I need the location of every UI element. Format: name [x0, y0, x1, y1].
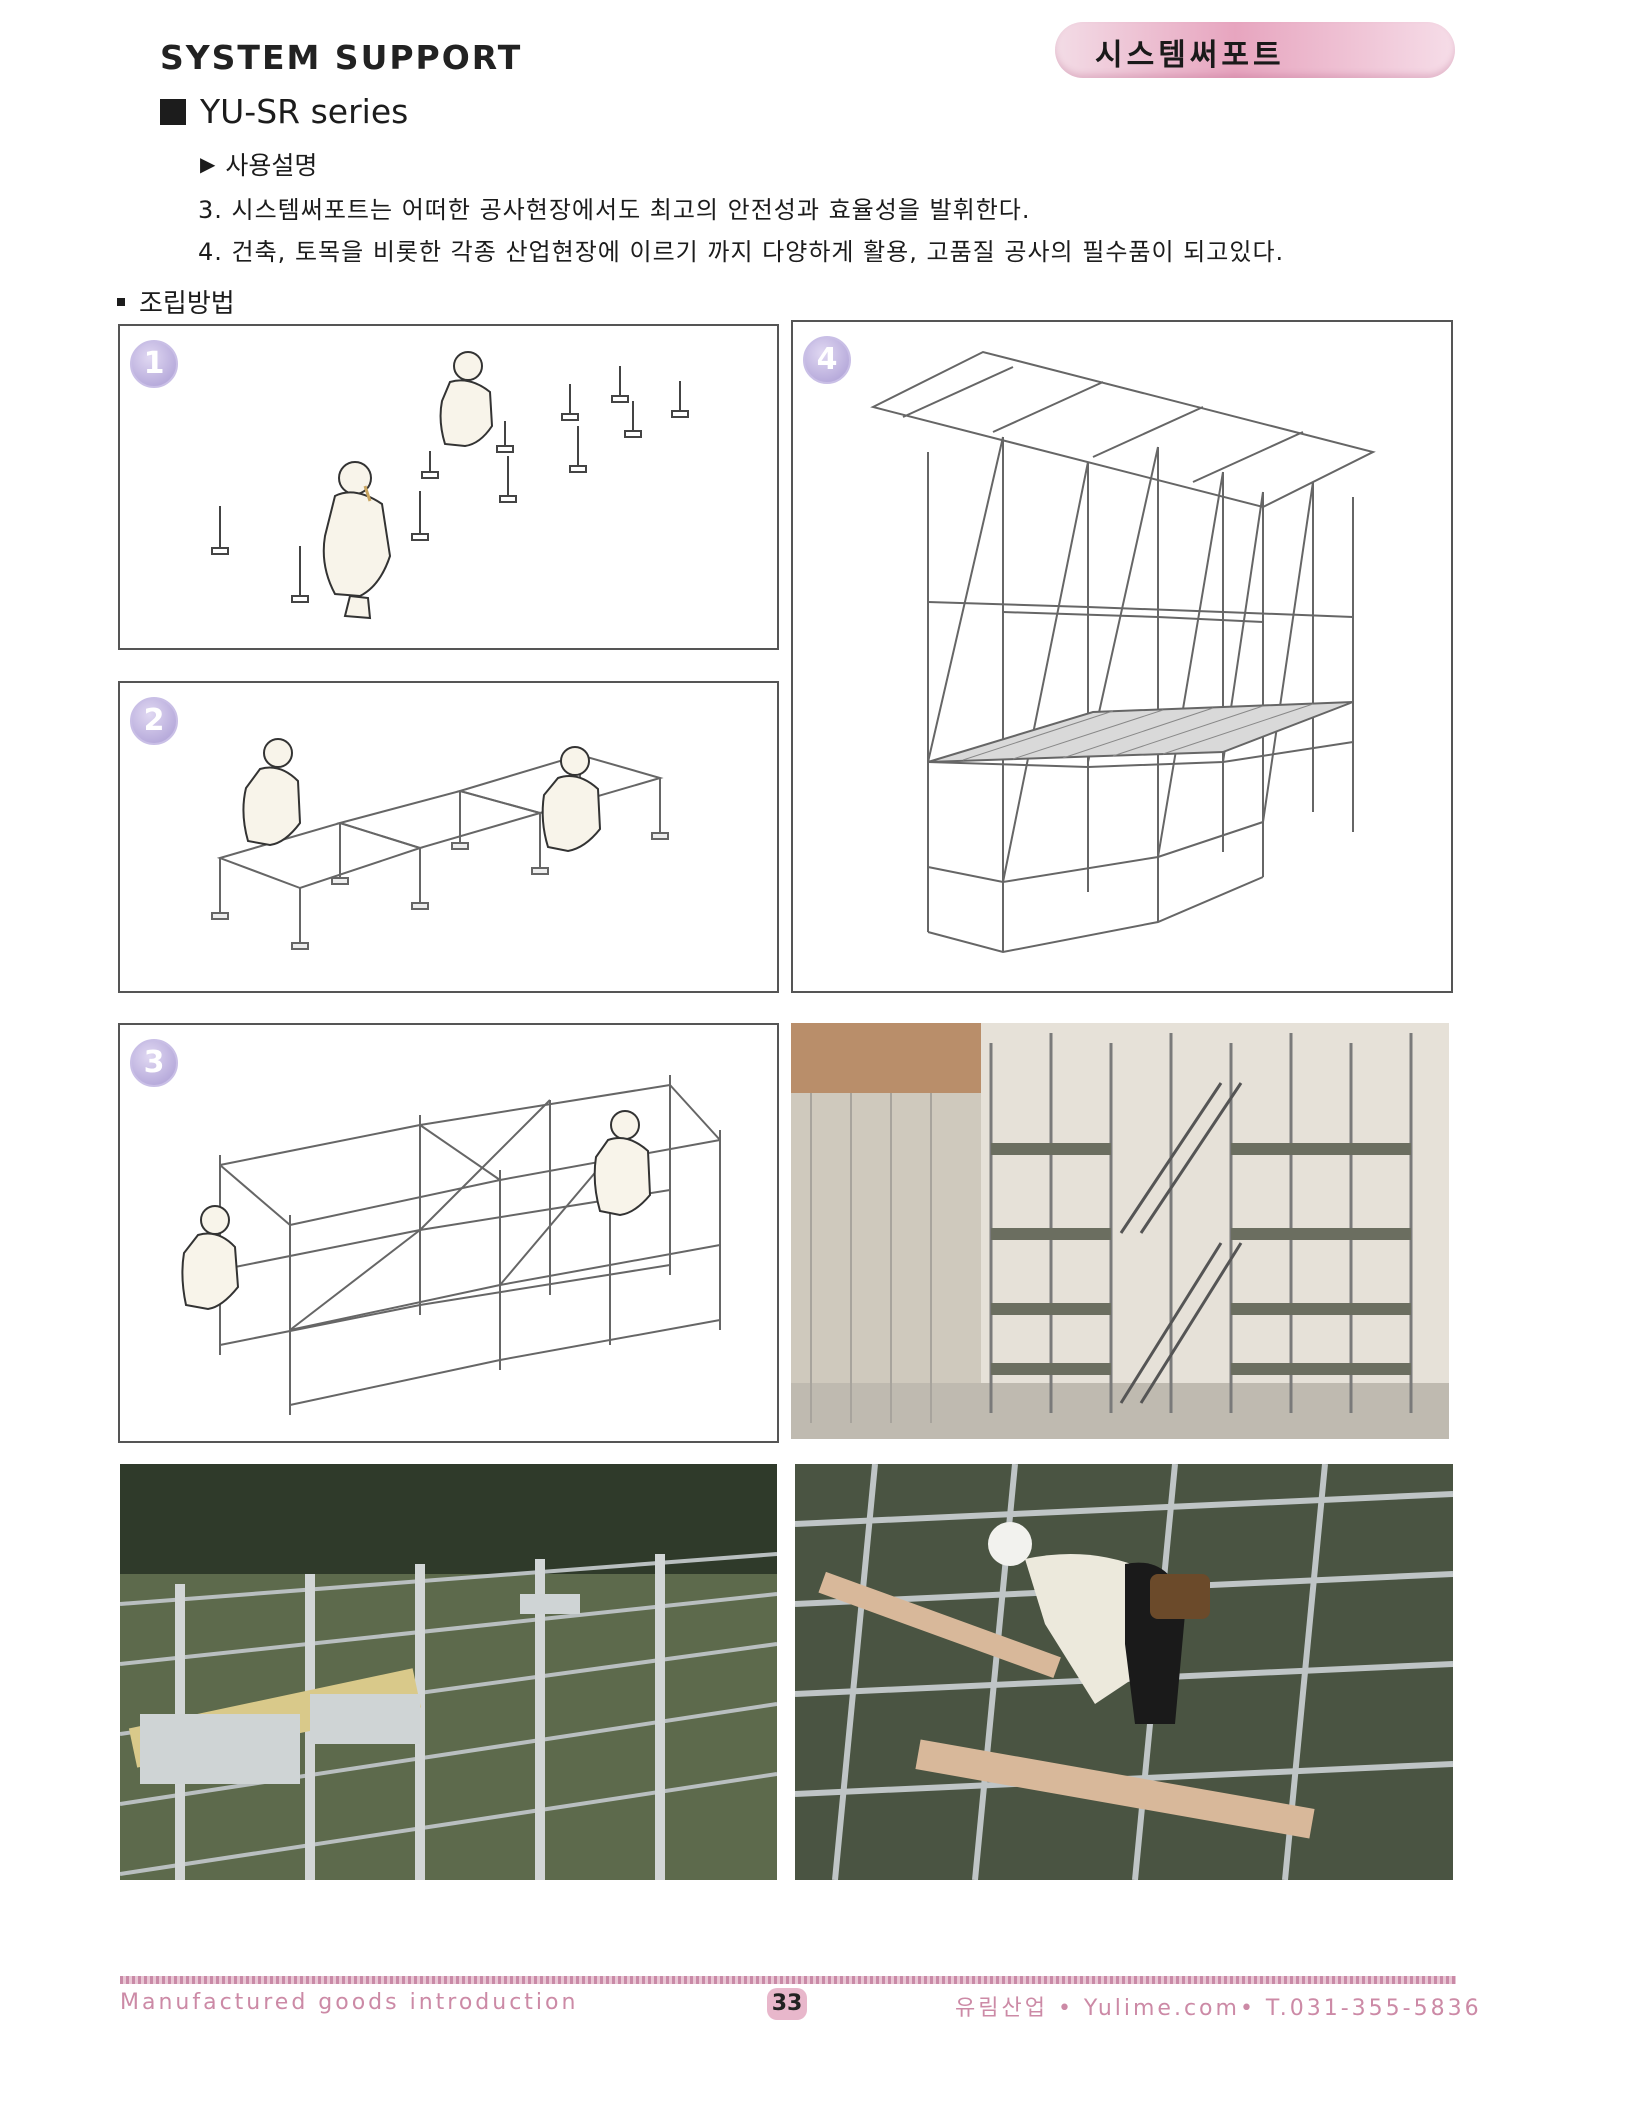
section-tab-label: 시스템써포트: [1095, 38, 1285, 73]
support-grid-photo: [120, 1464, 777, 1880]
section-tab: 시스템써포트: [1055, 22, 1455, 78]
triangle-bullet-icon: ▶: [200, 152, 216, 176]
footer-divider: [120, 1976, 1456, 1984]
assembly-step-2-panel: 2: [118, 681, 779, 993]
page-title: SYSTEM SUPPORT: [160, 38, 523, 77]
footer-contact: 유림산업 • Yulime.com• T.031-355-5836: [955, 1996, 1482, 2021]
description-line-3: 3. 시스템써포트는 어떠한 공사현장에서도 최고의 안전성과 효율성을 발휘한…: [198, 196, 1031, 224]
footer-left-text: Manufactured goods introduction: [120, 1990, 579, 2015]
series-heading: YU-SR series: [160, 92, 408, 131]
usage-heading: ▶ 사용설명: [200, 146, 317, 182]
assembly-heading-label: 조립방법: [139, 289, 235, 319]
step-2-badge: 2: [130, 697, 178, 745]
assembly-heading: 조립방법: [117, 283, 235, 320]
step-3-badge: 3: [130, 1039, 178, 1087]
series-label: YU-SR series: [200, 92, 409, 131]
step-1-illustration: [211, 351, 689, 620]
worker-grid-photo: [795, 1464, 1453, 1880]
page-number: 33: [767, 1988, 807, 2020]
assembly-step-1-panel: 1: [118, 324, 779, 650]
step-1-badge: 1: [130, 340, 178, 388]
square-bullet-icon: [117, 297, 125, 306]
worker-grid-image: [795, 1464, 1453, 1880]
support-grid-image: [120, 1464, 777, 1880]
description-line-4: 4. 건축, 토목을 비롯한 각종 산업현장에 이르기 까지 다양하게 활용, …: [198, 238, 1285, 266]
square-bullet-icon: [160, 98, 186, 125]
step-4-badge: 4: [803, 336, 851, 384]
step-4-illustration: [870, 350, 1376, 954]
usage-heading-label: 사용설명: [225, 151, 318, 180]
assembly-step-3-panel: 3: [118, 1023, 779, 1443]
assembly-step-4-panel: 4: [791, 320, 1453, 993]
scaffold-tower-image: [791, 1023, 1449, 1439]
step-3-illustration: [181, 1075, 721, 1415]
step-2-illustration: [211, 738, 669, 950]
scaffold-tower-photo: [791, 1023, 1449, 1439]
